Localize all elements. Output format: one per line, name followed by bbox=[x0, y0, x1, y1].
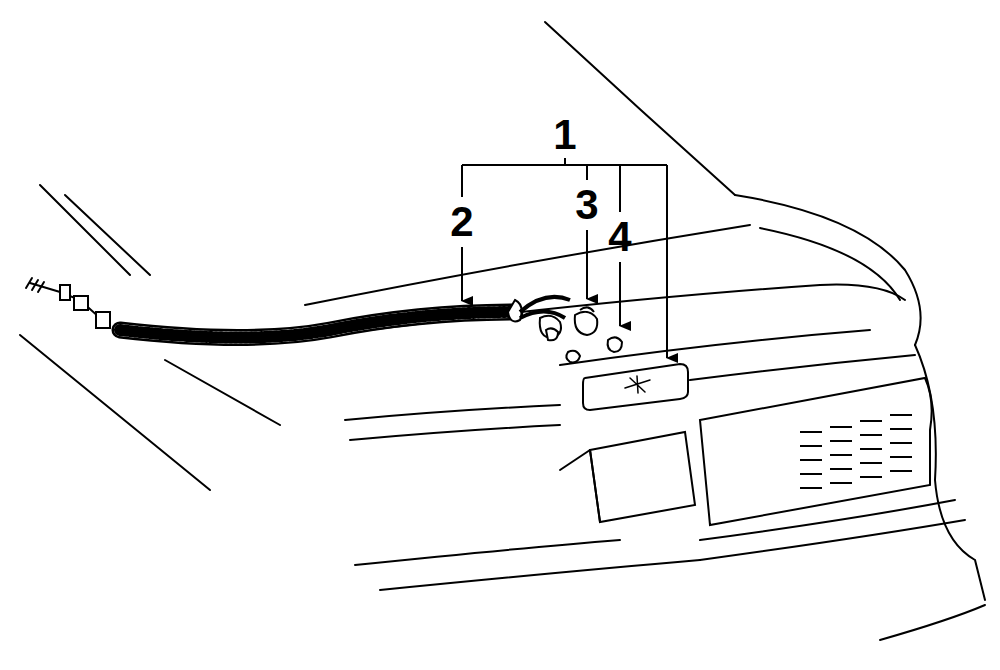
illustration-line bbox=[120, 312, 515, 338]
illustration-line bbox=[20, 335, 210, 490]
illustration-line bbox=[608, 337, 622, 352]
illustration-line bbox=[566, 351, 580, 363]
illustration-line bbox=[461, 165, 463, 197]
illustration-line bbox=[619, 165, 621, 212]
illustration-line bbox=[800, 471, 912, 488]
lamp-sockets-bulbs bbox=[508, 297, 622, 363]
illustration-line bbox=[355, 540, 620, 565]
illustration-line bbox=[380, 560, 700, 590]
illustration-line bbox=[26, 278, 44, 292]
illustration-line bbox=[586, 165, 588, 180]
illustration-line bbox=[583, 364, 688, 410]
illustration-line bbox=[345, 405, 560, 420]
illustration-line bbox=[700, 378, 932, 525]
illustration-line bbox=[590, 450, 600, 522]
illustration-line bbox=[120, 312, 515, 338]
illustration-line bbox=[305, 225, 750, 305]
illustration-line bbox=[915, 345, 985, 600]
illustration-line bbox=[461, 247, 463, 301]
illustration-line bbox=[625, 376, 650, 393]
illustration-line bbox=[560, 450, 590, 470]
illustration-line bbox=[40, 185, 130, 275]
illustration-line bbox=[462, 164, 667, 166]
illustration-line bbox=[350, 425, 560, 440]
illustration-line bbox=[546, 328, 558, 340]
illustration-line bbox=[690, 355, 915, 380]
callout-number: 1 bbox=[553, 114, 576, 156]
illustration-line bbox=[575, 312, 598, 335]
wire-harness bbox=[26, 278, 515, 338]
illustration-line bbox=[120, 312, 515, 338]
illustration-line bbox=[590, 432, 695, 522]
illustration-line bbox=[165, 360, 280, 425]
illustration-line bbox=[580, 307, 594, 312]
illustration-line bbox=[545, 22, 735, 195]
illustration-line bbox=[564, 158, 566, 165]
illustration-line bbox=[700, 520, 965, 560]
illustration-line bbox=[735, 195, 921, 345]
illustration-line bbox=[65, 195, 150, 275]
callout-number: 4 bbox=[608, 216, 631, 258]
car-body bbox=[20, 22, 985, 640]
illustration-line bbox=[60, 285, 110, 328]
illustration-line bbox=[666, 165, 668, 358]
callout-number: 3 bbox=[575, 184, 598, 226]
illustration-line bbox=[560, 330, 870, 365]
illustration-line bbox=[880, 605, 985, 640]
callout-number: 2 bbox=[450, 201, 473, 243]
tail-lamp-grille bbox=[800, 415, 912, 488]
leader-lines bbox=[462, 158, 667, 358]
illustration-line bbox=[619, 262, 621, 326]
illustration-line bbox=[586, 230, 588, 299]
